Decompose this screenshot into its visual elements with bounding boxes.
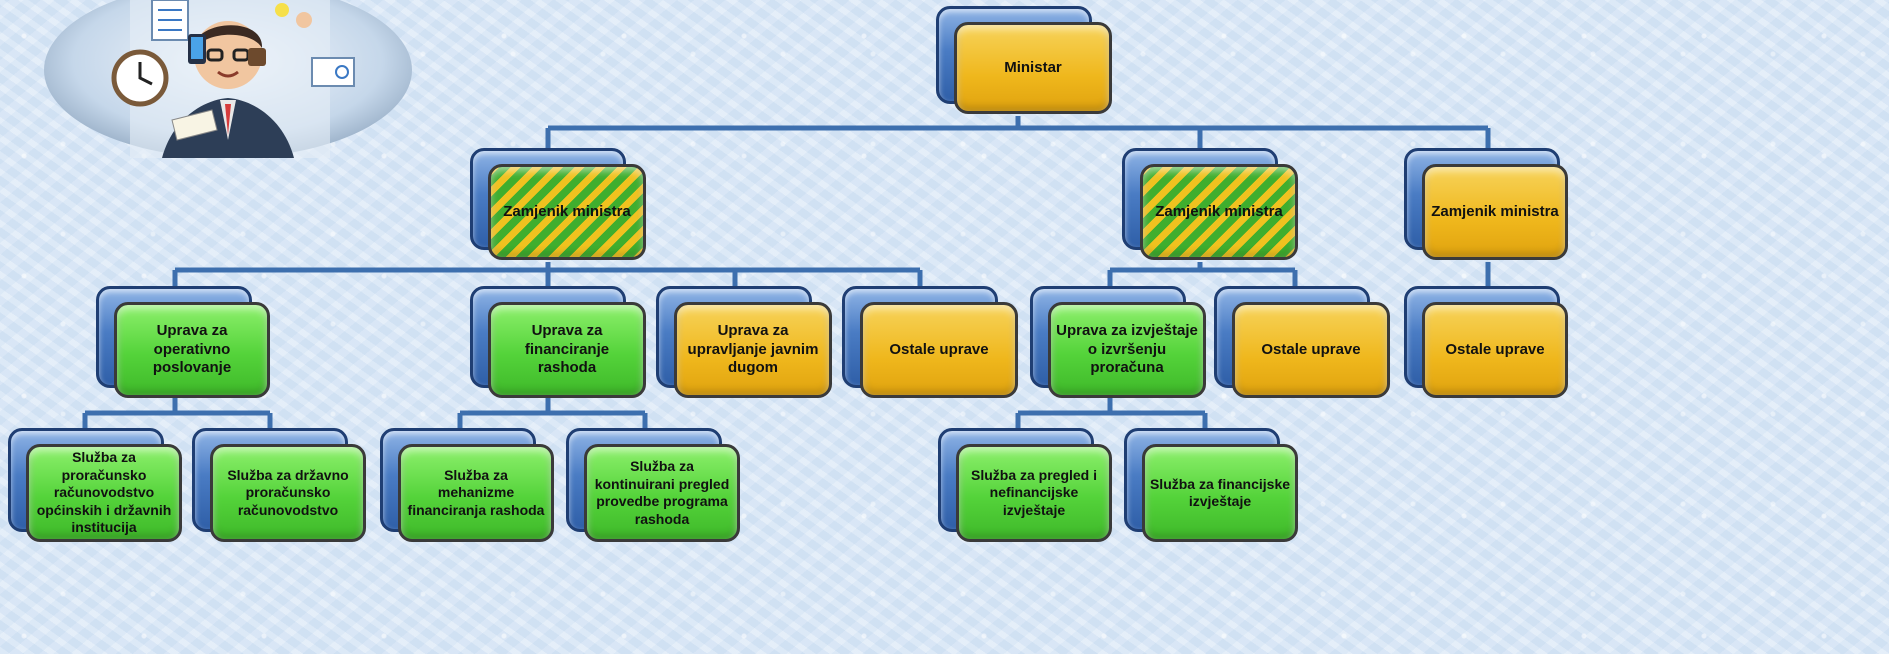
node-zamjenik-ministra-1: Zamjenik ministra <box>470 148 648 262</box>
node-sluzba-drzavno: Služba za državno proračunsko računovods… <box>192 428 368 542</box>
node-sluzba-kontinuirani: Služba za kontinuirani pregled provedbe … <box>566 428 742 542</box>
node-label: Ostale uprave <box>1445 340 1545 358</box>
node-sluzba-financijske: Služba za financijske izvještaje <box>1124 428 1300 542</box>
node-zamjenik-ministra-3: Zamjenik ministra <box>1404 148 1570 262</box>
node-label: Ministar <box>1004 58 1062 76</box>
node-label: Ostale uprave <box>889 340 989 358</box>
node-uprava-javni-dug: Uprava za upravljanje javnim dugom <box>656 286 834 398</box>
node-sluzba-mehanizme: Služba za mehanizme financiranja rashoda <box>380 428 556 542</box>
node-label: Zamjenik ministra <box>1431 202 1559 220</box>
node-uprava-financiranje: Uprava za financiranje rashoda <box>470 286 648 398</box>
busy-manager-illustration <box>44 0 412 158</box>
node-label: Služba za financijske izvještaje <box>1149 475 1291 510</box>
node-label: Služba za mehanizme financiranja rashoda <box>407 466 545 518</box>
node-uprava-izvjestaje: Uprava za izvještaje o izvršenju proraču… <box>1030 286 1208 398</box>
node-ministar: Ministar <box>936 6 1116 116</box>
node-label: Služba za proračunsko računovodstvo opći… <box>36 449 172 536</box>
node-sluzba-opcinsko: Služba za proračunsko računovodstvo opći… <box>8 428 184 542</box>
node-label: Uprava za upravljanje javnim dugom <box>687 321 819 377</box>
node-ostale-uprave-2: Ostale uprave <box>1214 286 1392 398</box>
node-label: Zamjenik ministra <box>1155 202 1283 220</box>
node-label: Uprava za operativno poslovanje <box>152 321 232 377</box>
node-zamjenik-ministra-2: Zamjenik ministra <box>1122 148 1300 262</box>
node-label: Služba za državno proračunsko računovods… <box>227 466 349 518</box>
node-label: Zamjenik ministra <box>503 202 631 220</box>
node-label: Ostale uprave <box>1261 340 1361 358</box>
node-sluzba-pregled: Služba za pregled i nefinancijske izvješ… <box>938 428 1114 542</box>
node-label: Uprava za izvještaje o izvršenju proraču… <box>1056 321 1198 377</box>
node-ostale-uprave-3: Ostale uprave <box>1404 286 1570 398</box>
node-label: Uprava za financiranje rashoda <box>524 321 610 377</box>
node-label: Služba za kontinuirani pregled provedbe … <box>594 458 730 527</box>
node-label: Služba za pregled i nefinancijske izvješ… <box>970 466 1098 518</box>
node-uprava-operativno: Uprava za operativno poslovanje <box>96 286 272 398</box>
node-ostale-uprave-1: Ostale uprave <box>842 286 1020 398</box>
